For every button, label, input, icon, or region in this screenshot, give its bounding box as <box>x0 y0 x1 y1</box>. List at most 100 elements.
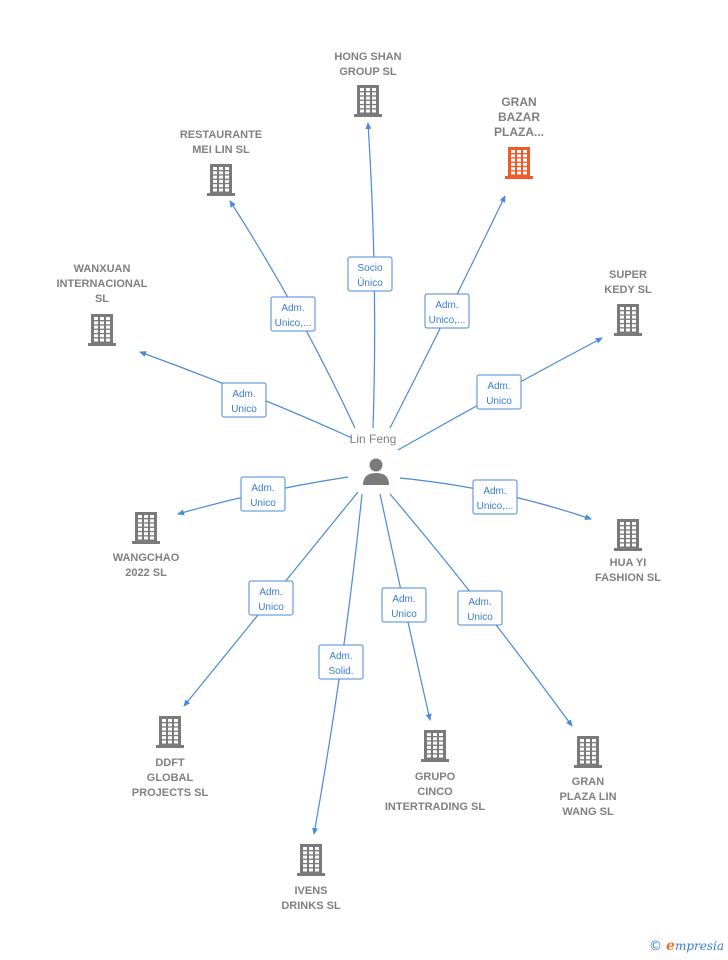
company-name-line: KEDY SL <box>604 284 652 296</box>
company-node-wanxuan[interactable]: WANXUAN INTERNACIONAL SL <box>56 263 148 346</box>
edge-label-gran-bazar[interactable]: Adm. Unico,... <box>424 293 470 329</box>
building-icon <box>421 730 449 762</box>
company-name-line: DDFT <box>155 757 185 769</box>
edge-label-ivens[interactable]: Adm. Solid. <box>318 644 364 680</box>
edge-label-text: Unico <box>250 498 276 509</box>
building-icon <box>88 314 116 346</box>
brand-initial: e <box>666 938 675 954</box>
edge-hua-yi: Adm. Unico,... <box>399 477 592 520</box>
edge-label-text: Adm. <box>487 381 510 392</box>
edge-wanxuan: Adm. Unico <box>139 351 353 439</box>
edge-label-wangchao[interactable]: Adm.Unico <box>240 476 286 512</box>
company-name-line: WANG SL <box>562 806 614 818</box>
center-name: Lin Feng <box>350 432 397 446</box>
building-icon <box>297 844 325 876</box>
edge-restaurante: Adm. Unico,... <box>229 200 356 429</box>
company-node-ddft[interactable]: DDFT GLOBAL PROJECTS SL <box>132 716 209 799</box>
edge-label-text: Solid. <box>328 666 353 677</box>
company-node-super-kedy[interactable]: SUPER KEDY SL <box>604 269 652 336</box>
building-icon <box>574 736 602 768</box>
company-node-gran-bazar[interactable]: GRANBAZARPLAZA... <box>494 95 544 179</box>
company-node-restaurante[interactable]: RESTAURANTE MEI LIN SL <box>180 129 262 196</box>
company-name-line: CINCO <box>417 786 453 798</box>
company-name-line: RESTAURANTE <box>180 129 262 141</box>
company-name-line: PROJECTS SL <box>132 787 209 799</box>
edge-label-text: Unico <box>467 612 493 623</box>
edge-label-text: Adm. <box>281 303 304 314</box>
edge-super-kedy: Adm. Unico <box>397 337 603 451</box>
company-name-line: FASHION SL <box>595 572 661 584</box>
company-name-line: BAZAR <box>498 110 540 124</box>
center-node[interactable]: Lin Feng <box>350 432 397 485</box>
building-icon <box>354 85 382 117</box>
edge-label-wanxuan[interactable]: Adm. Unico <box>221 382 267 418</box>
edge-label-text: Adm. <box>435 300 458 311</box>
company-node-wangchao[interactable]: WANGCHAO 2022 SL <box>113 512 180 579</box>
company-name-line: HONG SHAN <box>334 51 401 63</box>
copyright-icon: © <box>649 938 663 954</box>
edge-label-super-kedy[interactable]: Adm. Unico <box>476 374 522 410</box>
edge-label-text: Unico,... <box>275 318 312 329</box>
company-name-line: GROUP SL <box>339 66 397 78</box>
edge-label-text: Adm. <box>232 389 255 400</box>
company-name-line: WANXUAN <box>74 263 131 275</box>
edge-label-text: Unico <box>391 609 417 620</box>
company-name-line: SL <box>95 293 109 305</box>
company-name-line: SUPER <box>609 269 647 281</box>
company-node-gran-plaza[interactable]: GRAN PLAZA LIN WANG SL <box>559 736 617 818</box>
company-name-line: GRAN <box>572 776 604 788</box>
company-name-line: GRAN <box>501 95 536 109</box>
brand-name: mpresia <box>674 939 724 953</box>
building-icon <box>505 147 533 179</box>
edge-label-text: Unico <box>231 404 257 415</box>
edge-label-text: Unico <box>258 602 284 613</box>
edge-ddft: Adm. Unico <box>183 491 359 707</box>
company-name-line: GRUPO <box>415 771 456 783</box>
company-name-line: DRINKS SL <box>281 900 341 912</box>
building-icon <box>132 512 160 544</box>
edge-label-gran-plaza[interactable]: Adm. Unico <box>457 590 503 626</box>
edge-label-text: Unico,... <box>429 315 466 326</box>
company-name-line: PLAZA... <box>494 125 544 139</box>
edge-label-text: Adm. <box>259 587 282 598</box>
edge-label-text: Adm. <box>483 486 506 497</box>
building-icon <box>614 304 642 336</box>
edge-label-text: Socio <box>357 263 382 274</box>
edge-label-text: Unico,... <box>477 501 514 512</box>
company-node-ivens[interactable]: IVENS DRINKS SL <box>281 844 341 912</box>
edge-label-restaurante[interactable]: Adm. Unico,... <box>270 296 316 332</box>
company-node-hua-yi[interactable]: HUA YI FASHION SL <box>595 519 661 584</box>
edge-label-text: Unico <box>486 396 512 407</box>
edges-layer: SocioÚnicoAdm.Unico,...Adm.Unico,...Adm.… <box>139 122 603 835</box>
company-name-line: 2022 SL <box>125 567 167 579</box>
edge-gran-bazar: Adm. Unico,... <box>389 195 506 429</box>
edge-label-hua-yi[interactable]: Adm. Unico,... <box>472 479 518 515</box>
company-name-line: IVENS <box>294 885 327 897</box>
company-name-line: INTERTRADING SL <box>385 801 486 813</box>
building-icon <box>207 164 235 196</box>
edge-label-grupo-cinco[interactable]: Adm. Unico <box>381 587 427 623</box>
company-name-line: MEI LIN SL <box>192 144 250 156</box>
company-name-line: GLOBAL <box>147 772 194 784</box>
edge-label-text: Adm. <box>392 594 415 605</box>
building-icon <box>614 519 642 551</box>
edge-wangchao: Adm.Unico <box>177 476 349 516</box>
company-name-line: PLAZA LIN <box>559 791 616 803</box>
company-name-line: WANGCHAO <box>113 552 180 564</box>
edge-grupo-cinco: Adm. Unico <box>379 493 432 721</box>
building-icon <box>156 716 184 748</box>
company-name-line: HUA YI <box>610 557 647 569</box>
brand-watermark: © empresia <box>649 938 724 954</box>
person-icon <box>363 458 389 485</box>
company-name-line: INTERNACIONAL <box>56 278 147 290</box>
company-node-grupo-cinco[interactable]: GRUPO CINCO INTERTRADING SL <box>385 730 486 813</box>
edge-label-text: Adm. <box>329 651 352 662</box>
edge-label-ddft[interactable]: Adm. Unico <box>248 580 294 616</box>
edge-label-text: Adm. <box>468 597 491 608</box>
company-node-hong-shan[interactable]: HONG SHAN GROUP SL <box>334 51 402 117</box>
edge-gran-plaza: Adm. Unico <box>389 493 573 727</box>
